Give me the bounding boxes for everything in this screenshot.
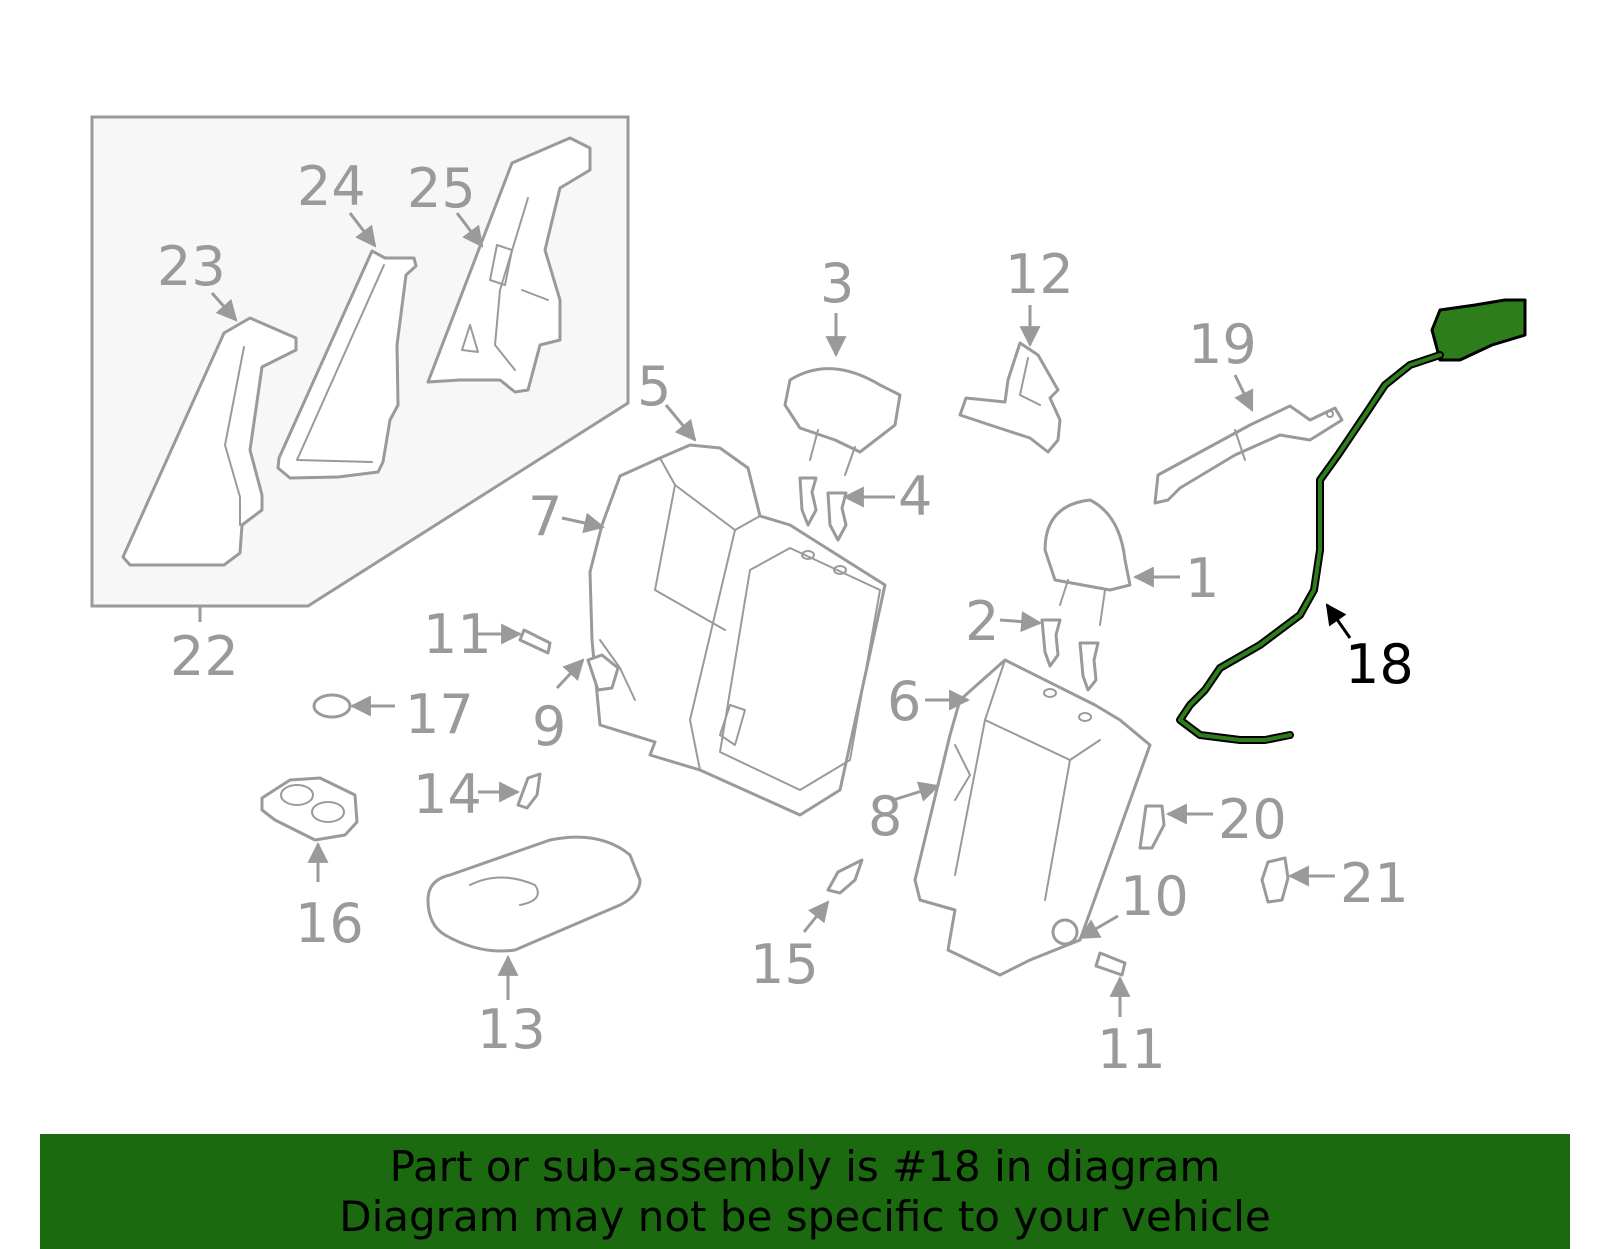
callout-2: 2 <box>965 590 999 653</box>
callout-10: 10 <box>1120 865 1189 928</box>
callout-22: 22 <box>170 625 239 688</box>
part-2-bolts <box>1040 618 1100 692</box>
callout-3: 3 <box>820 252 854 315</box>
callout-6: 6 <box>887 670 921 733</box>
part-11-pin-left <box>518 628 552 655</box>
part-20-clip <box>1138 804 1166 850</box>
callout-19: 19 <box>1188 313 1257 376</box>
part-19-bracket <box>1153 404 1344 505</box>
callout-25: 25 <box>407 157 476 220</box>
callout-13: 13 <box>477 998 546 1061</box>
part-9-seat-hinge <box>586 653 620 692</box>
part-18-release-cable <box>1176 298 1527 744</box>
callout-17: 17 <box>405 683 474 746</box>
part-16-cup-holder <box>260 776 359 842</box>
part-21-clip <box>1260 856 1290 904</box>
info-banner: Part or sub-assembly is #18 in diagram D… <box>40 1134 1570 1249</box>
part-3-headrest <box>783 367 902 476</box>
part-15-clip <box>826 858 864 895</box>
part-10-knob <box>1051 918 1079 946</box>
part-13-armrest <box>426 835 642 953</box>
callout-21: 21 <box>1340 852 1409 915</box>
part-25-trim-panel <box>426 136 592 394</box>
part-1-headrest <box>1043 498 1132 626</box>
callout-8: 8 <box>868 785 902 848</box>
part-4-bolts <box>798 476 848 542</box>
part-14-clip <box>516 772 542 810</box>
part-12-bracket <box>958 341 1062 454</box>
callout-arrows <box>198 212 1352 1017</box>
callout-20: 20 <box>1218 788 1287 851</box>
callout-23: 23 <box>157 235 226 298</box>
part-23-trim-panel <box>121 316 298 567</box>
callout-4: 4 <box>898 465 932 528</box>
banner-line-1: Part or sub-assembly is #18 in diagram <box>389 1141 1221 1191</box>
callout-labels: 1 2 3 4 5 6 7 8 9 10 11 11 12 13 14 15 1… <box>157 155 1414 1081</box>
callout-7: 7 <box>528 485 562 548</box>
callout-11-right: 11 <box>1097 1018 1166 1081</box>
callout-14: 14 <box>413 763 482 826</box>
part-6-seat-back-right <box>913 658 1152 977</box>
part-24-trim-panel <box>276 249 418 480</box>
callout-5: 5 <box>637 355 671 418</box>
part-17-grommet <box>312 693 352 719</box>
part-5-seat-back-left <box>588 443 887 817</box>
callout-18: 18 <box>1345 633 1414 696</box>
callout-9: 9 <box>532 695 566 758</box>
callout-16: 16 <box>295 892 364 955</box>
callout-24: 24 <box>297 155 366 218</box>
callout-11-left: 11 <box>423 603 492 666</box>
part-11-pin-right <box>1094 951 1127 977</box>
callout-1: 1 <box>1185 547 1219 610</box>
callout-15: 15 <box>750 933 819 996</box>
callout-12: 12 <box>1005 243 1074 306</box>
banner-line-2: Diagram may not be specific to your vehi… <box>339 1191 1271 1241</box>
